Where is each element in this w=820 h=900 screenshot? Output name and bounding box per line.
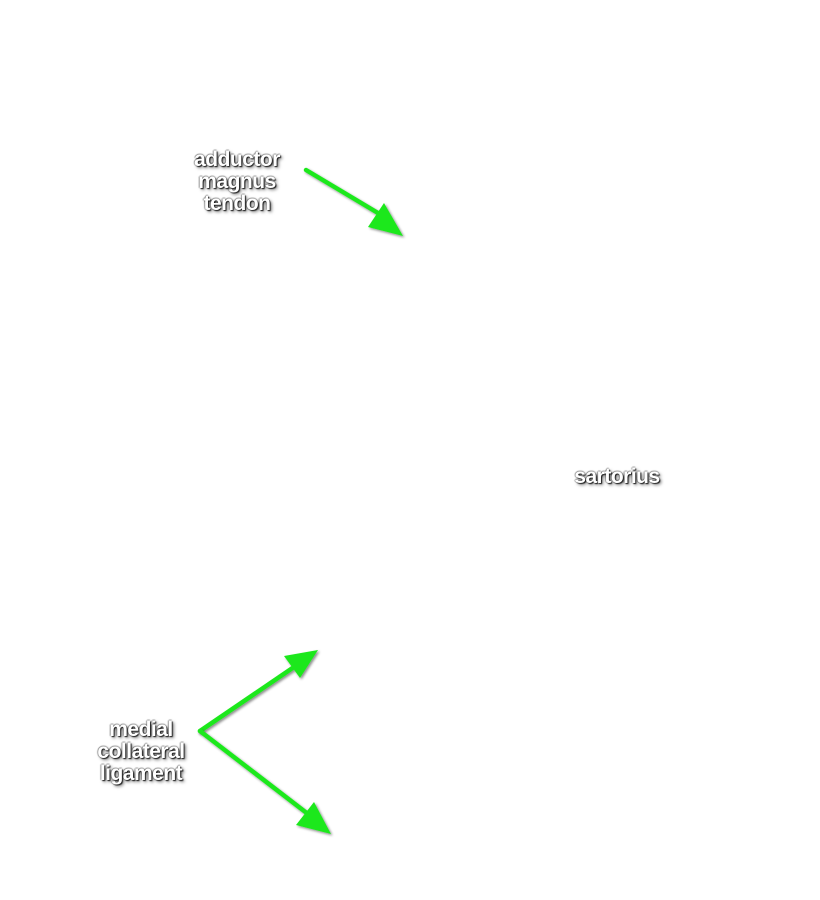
label-line: adductor (194, 148, 280, 171)
label-sartorius: sartorius (556, 466, 678, 488)
label-adductor-magnus-tendon: adductor magnus tendon (176, 149, 298, 215)
mcl-upper-arrow-icon (197, 650, 318, 734)
mcl-lower-arrow-icon (197, 728, 331, 834)
label-line: sartorius (574, 465, 660, 488)
label-line: medial (109, 718, 173, 741)
label-line: magnus (198, 170, 276, 193)
label-medial-collateral-ligament: medial collateral ligament (80, 719, 202, 785)
label-line: tendon (203, 192, 271, 215)
label-line: collateral (97, 740, 185, 763)
label-line: ligament (99, 762, 183, 785)
adductor-arrow-icon (303, 167, 403, 236)
